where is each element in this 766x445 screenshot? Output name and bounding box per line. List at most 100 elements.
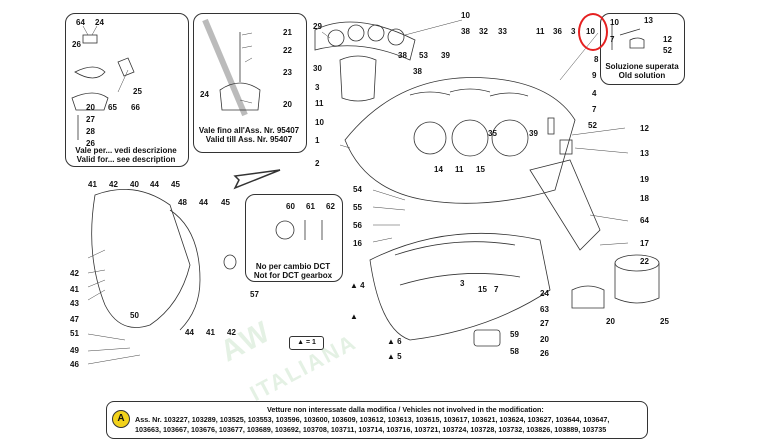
highlight-circle <box>578 13 608 51</box>
callout-64b: 64 <box>640 216 649 225</box>
cylinder-bore <box>451 119 489 157</box>
frame-arm-part <box>202 18 248 117</box>
callout-11c: 11 <box>455 165 464 174</box>
crankcase-part <box>369 232 551 341</box>
note-line-1: Vetture non interessate dalla modifica /… <box>267 405 544 414</box>
callout-26c: 26 <box>540 349 549 358</box>
callout-50: 50 <box>130 311 139 320</box>
triangle-mark-1: ▲ 4 <box>350 281 365 290</box>
callout-3b: 3 <box>315 83 320 92</box>
callout-39b: 39 <box>529 129 538 138</box>
callout-62: 62 <box>326 202 335 211</box>
callout-52b: 52 <box>663 46 672 55</box>
inset-dct <box>245 194 343 282</box>
callout-22: 22 <box>283 46 292 55</box>
callout-38b: 38 <box>398 51 407 60</box>
callout-25b: 25 <box>660 317 669 326</box>
note-line-2: Ass. Nr. 103227, 103289, 103525, 103553,… <box>135 415 610 424</box>
callout-51: 51 <box>70 329 79 338</box>
callout-3a: 3 <box>571 27 576 36</box>
callout-27b: 27 <box>540 319 549 328</box>
callout-16: 16 <box>353 239 362 248</box>
callout-36: 36 <box>553 27 562 36</box>
callout-32: 32 <box>479 27 488 36</box>
callout-11a: 11 <box>536 27 545 36</box>
stud-part-2 <box>547 117 555 135</box>
callout-42b: 42 <box>70 269 79 278</box>
callout-47: 47 <box>70 315 79 324</box>
callout-12: 12 <box>640 124 649 133</box>
callout-41: 41 <box>88 180 97 189</box>
callout-59: 59 <box>510 330 519 339</box>
timing-cover-part <box>91 189 191 328</box>
callout-20b: 20 <box>283 100 292 109</box>
triangle-mark-5: ▲ 5 <box>387 352 402 361</box>
callout-30: 30 <box>313 64 322 73</box>
callout-13: 13 <box>640 149 649 158</box>
callout-15a: 15 <box>476 165 485 174</box>
callout-45: 45 <box>171 180 180 189</box>
callout-44c: 44 <box>185 328 194 337</box>
callout-29: 29 <box>313 22 322 31</box>
callout-38a: 38 <box>461 27 470 36</box>
callout-66: 66 <box>131 103 140 112</box>
callout-24b: 24 <box>200 90 209 99</box>
dct-seal-part <box>275 220 295 240</box>
bracket-part <box>117 57 135 77</box>
plug-part <box>559 139 573 155</box>
rubber-mount-part <box>571 285 605 309</box>
callout-27: 27 <box>86 115 95 124</box>
engine-block-part <box>344 77 576 204</box>
triangle-mark-2: ▲ <box>350 312 358 321</box>
leader-lines <box>82 19 629 365</box>
seal-ring-part <box>223 254 237 270</box>
callout-12b: 12 <box>663 35 672 44</box>
callout-60: 60 <box>286 202 295 211</box>
oil-pump-part <box>473 329 501 347</box>
callout-58: 58 <box>510 347 519 356</box>
callout-41c: 41 <box>206 328 215 337</box>
triangle-mark-6: ▲ 6 <box>387 337 402 346</box>
callout-11b: 11 <box>315 99 324 108</box>
callout-33: 33 <box>498 27 507 36</box>
callout-24c: 24 <box>540 289 549 298</box>
callout-26: 26 <box>72 40 81 49</box>
callout-25: 25 <box>133 87 142 96</box>
callout-13b: 13 <box>644 16 653 25</box>
callout-43: 43 <box>70 299 79 308</box>
callout-61: 61 <box>306 202 315 211</box>
callout-7: 7 <box>592 105 597 114</box>
callout-24: 24 <box>95 18 104 27</box>
callout-19: 19 <box>640 175 649 184</box>
nut-old-part <box>629 37 645 49</box>
engine-mount-part <box>74 66 106 79</box>
callout-23: 23 <box>283 68 292 77</box>
callout-44: 44 <box>150 180 159 189</box>
callout-48: 48 <box>178 198 187 207</box>
inset-top-right <box>600 13 685 85</box>
stud-old-part <box>611 25 641 50</box>
callout-22b: 22 <box>640 257 649 266</box>
modification-note-box: A Vetture non interessate dalla modifica… <box>106 401 648 439</box>
callout-15b: 15 <box>478 285 487 294</box>
callout-7c: 7 <box>610 35 615 44</box>
callout-52a: 52 <box>588 121 597 130</box>
callout-3c: 3 <box>460 279 465 288</box>
inset-top-left-caption: Vale per... vedi descrizione Valid for..… <box>75 146 177 164</box>
callout-35: 35 <box>488 129 497 138</box>
callout-57: 57 <box>250 290 259 299</box>
head-gasket-part <box>314 21 416 61</box>
cylinder-liner-part <box>339 55 377 102</box>
engine-mount-old-part <box>219 82 261 111</box>
callout-20: 20 <box>86 103 95 112</box>
callout-14: 14 <box>434 165 443 174</box>
callout-46: 46 <box>70 360 79 369</box>
inset-dct-caption: No per cambio DCT Not for DCT gearbox <box>253 262 333 280</box>
engine-mount-bracket-part <box>529 159 601 251</box>
callout-38c: 38 <box>413 67 422 76</box>
callout-8: 8 <box>594 55 599 64</box>
callout-44b: 44 <box>199 198 208 207</box>
callout-54: 54 <box>353 185 362 194</box>
callout-64: 64 <box>76 18 85 27</box>
callout-18: 18 <box>640 194 649 203</box>
